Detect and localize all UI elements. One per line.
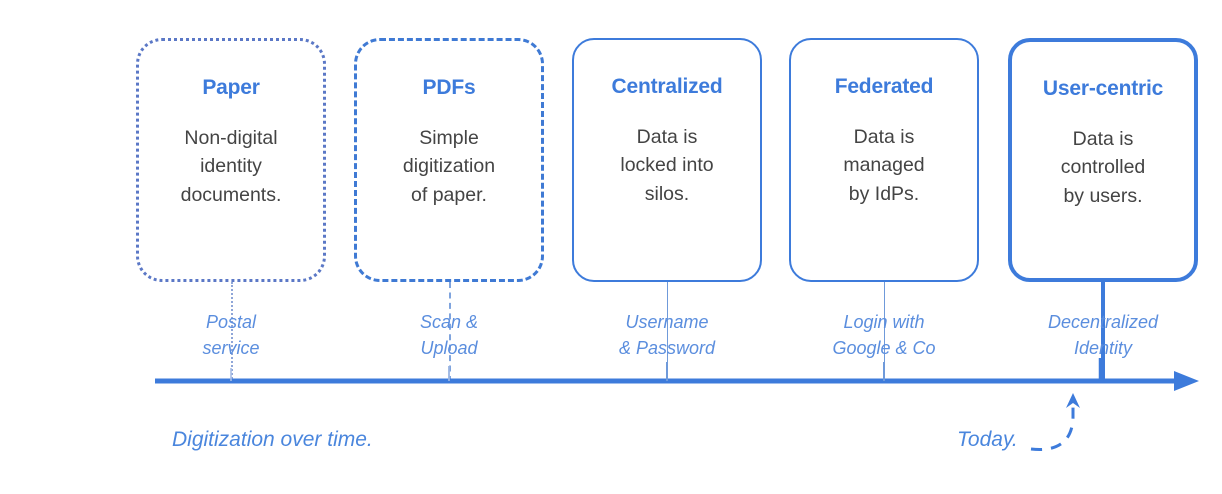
today-pointer-arrow-icon (1030, 399, 1075, 452)
stage-caption-paper: Postal service (202, 312, 260, 358)
stage-caption-pdfs: Scan & Upload (419, 312, 479, 358)
axis-label-digitization: Digitization over time. (172, 428, 373, 451)
stage-description: Data is locked into silos. (620, 126, 714, 205)
stage-caption-federated: Login with Google & Co (832, 312, 936, 358)
connector-stem-paper (231, 282, 233, 382)
stage-description: Simple digitization of paper. (402, 127, 496, 206)
connector-stem-pdfs (449, 282, 451, 382)
connector-stem-user-centric (1101, 282, 1105, 382)
stage-card-user-centric: User-centric Data is controlled by users… (1008, 38, 1198, 282)
stage-title: Centralized (611, 75, 723, 98)
stage-description: Data is managed by IdPs. (843, 126, 925, 205)
stage-description: Data is controlled by users. (1060, 128, 1146, 207)
stage-title: Paper (202, 76, 260, 99)
stage-title: Federated (834, 75, 934, 98)
stage-caption-centralized: Username & Password (618, 312, 716, 358)
axis-label-today: Today. (957, 428, 1018, 451)
stage-title: User-centric (1042, 77, 1164, 100)
connector-stem-centralized (667, 282, 668, 382)
today-pointer-arrow-head-icon (1066, 393, 1080, 408)
stage-title: PDFs (422, 76, 476, 99)
timeline-arrow-head-icon (1174, 371, 1199, 391)
stage-caption-user-centric: Decentralized Identity (1047, 312, 1159, 358)
stage-card-federated: Federated Data is managed by IdPs. (789, 38, 979, 282)
stage-description: Non-digital identity documents. (180, 127, 282, 206)
connector-stem-federated (884, 282, 885, 382)
stage-card-centralized: Centralized Data is locked into silos. (572, 38, 762, 282)
stage-card-paper: Paper Non-digital identity documents. (136, 38, 326, 282)
stage-card-pdfs: PDFs Simple digitization of paper. (354, 38, 544, 282)
